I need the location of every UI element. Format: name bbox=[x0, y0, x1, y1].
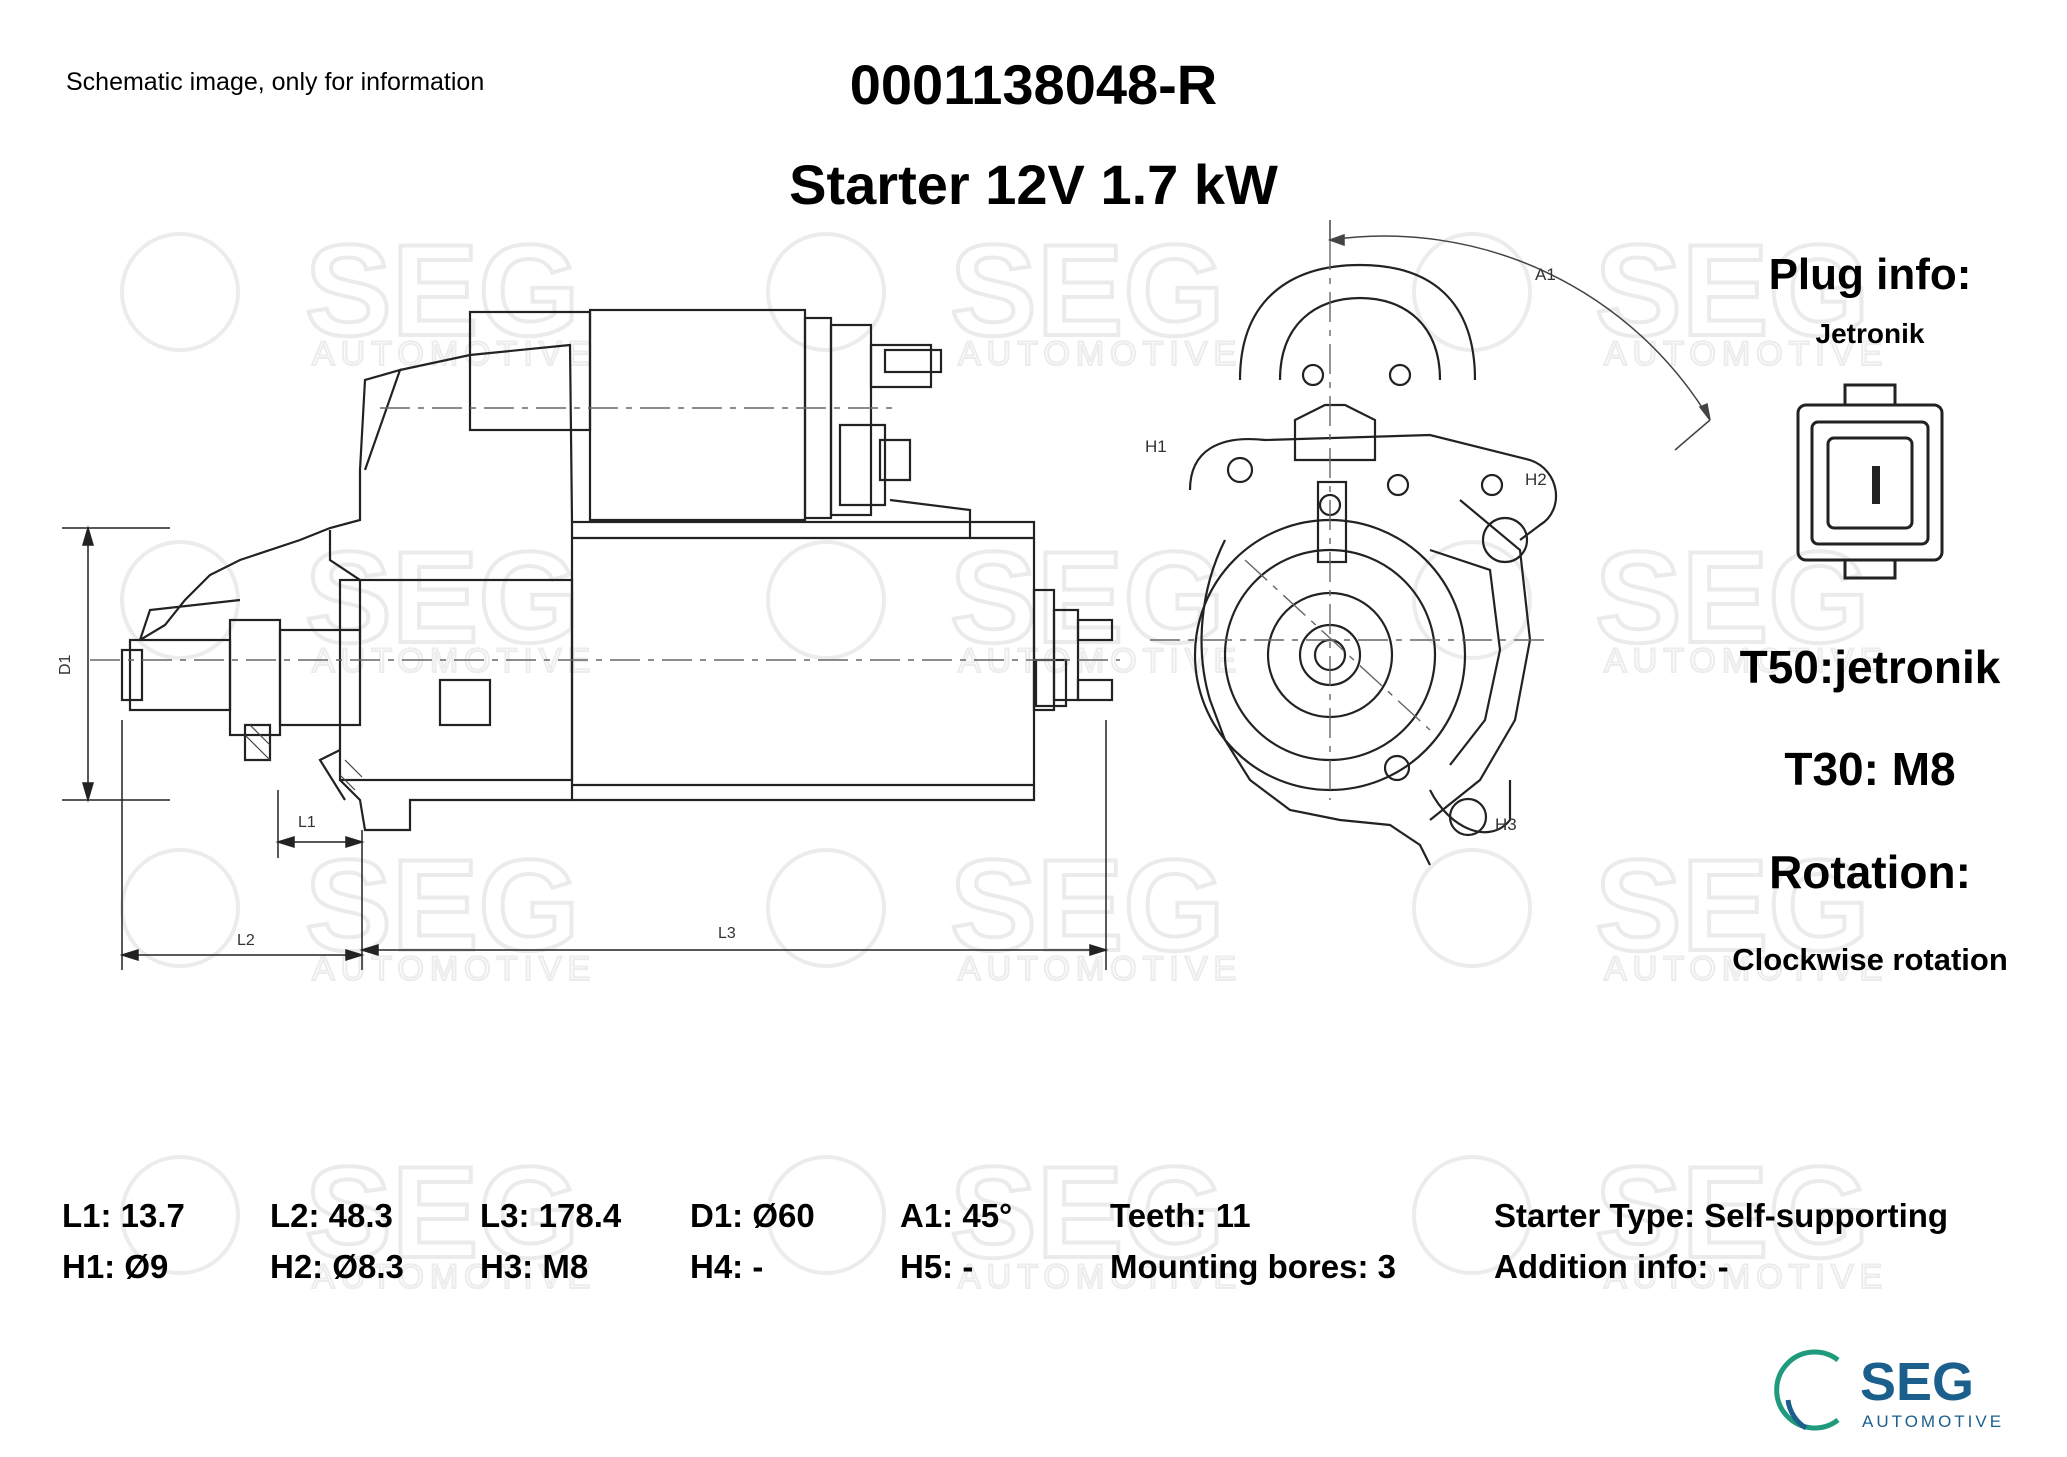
plug-info-title: Plug info: bbox=[1768, 250, 1972, 299]
watermark-sub: AUTOMOTIVE bbox=[958, 1258, 1242, 1296]
watermark-brand: SEG bbox=[950, 524, 1225, 670]
watermark-brand: SEG bbox=[305, 524, 580, 670]
watermark-brand: SEG bbox=[950, 832, 1225, 978]
dim-label-h3: H3 bbox=[1495, 815, 1517, 834]
watermark-brand: SEG bbox=[1595, 1139, 1870, 1285]
spec-addition-info: Addition info: - bbox=[1494, 1248, 1729, 1285]
watermark-sub: AUTOMOTIVE bbox=[958, 335, 1242, 373]
watermark-sub: AUTOMOTIVE bbox=[312, 1258, 596, 1296]
watermark-brand: SEG bbox=[950, 217, 1225, 363]
dim-label-h1: H1 bbox=[1145, 437, 1167, 456]
disclaimer-text: Schematic image, only for information bbox=[66, 68, 485, 96]
starter-front-view-drawing: A1 H1 H2 H3 bbox=[1145, 220, 1711, 866]
spec-l1: L1: 13.7 bbox=[62, 1197, 185, 1234]
watermark-sub: AUTOMOTIVE bbox=[1604, 642, 1888, 680]
starter-side-view-drawing: D1 L1 L2 L3 bbox=[57, 308, 1120, 970]
rotation-value: Clockwise rotation bbox=[1732, 942, 2008, 977]
spec-h3: H3: M8 bbox=[480, 1248, 589, 1285]
plug-connector-icon bbox=[1796, 383, 1944, 580]
watermark-sub: AUTOMOTIVE bbox=[1604, 950, 1888, 988]
watermark-brand: SEG bbox=[305, 217, 580, 363]
watermark-sub: AUTOMOTIVE bbox=[958, 642, 1242, 680]
spec-mounting-bores: Mounting bores: 3 bbox=[1110, 1248, 1396, 1285]
t50-terminal-info: T50:jetronik bbox=[1739, 641, 2001, 693]
t30-terminal-info: T30: M8 bbox=[1784, 743, 1956, 795]
product-title: Starter 12V 1.7 kW bbox=[789, 153, 1278, 216]
watermark-brand: SEG bbox=[1595, 832, 1870, 978]
spec-teeth: Teeth: 11 bbox=[1110, 1197, 1251, 1234]
spec-l3: L3: 178.4 bbox=[480, 1197, 622, 1234]
spec-h1: H1: Ø9 bbox=[62, 1248, 169, 1285]
spec-starter-type: Starter Type: Self-supporting bbox=[1494, 1197, 1949, 1234]
seg-automotive-logo: SEG AUTOMOTIVE bbox=[1774, 1349, 2004, 1431]
watermark-brand: SEG bbox=[950, 1139, 1225, 1285]
spec-l2: L2: 48.3 bbox=[270, 1197, 393, 1234]
logo-brand: SEG bbox=[1860, 1352, 1974, 1412]
logo-ring-icon bbox=[1774, 1349, 1840, 1431]
watermark-sub: AUTOMOTIVE bbox=[1604, 335, 1888, 373]
watermark-brand: SEG bbox=[1595, 217, 1870, 363]
logo-sub: AUTOMOTIVE bbox=[1862, 1412, 2004, 1431]
dim-label-h2: H2 bbox=[1525, 470, 1547, 489]
spec-d1: D1: Ø60 bbox=[690, 1197, 815, 1234]
dim-label-l2: L2 bbox=[237, 932, 255, 949]
spec-h5: H5: - bbox=[900, 1248, 974, 1285]
part-number: 0001138048-R bbox=[849, 53, 1218, 116]
watermark-sub: AUTOMOTIVE bbox=[958, 950, 1242, 988]
watermark-brand: SEG bbox=[305, 1139, 580, 1285]
watermark-sub: AUTOMOTIVE bbox=[1604, 1258, 1888, 1296]
dim-label-l3: L3 bbox=[718, 925, 736, 942]
watermark-sub: AUTOMOTIVE bbox=[312, 335, 596, 373]
spec-h2: H2: Ø8.3 bbox=[270, 1248, 404, 1285]
rotation-title: Rotation: bbox=[1769, 846, 1971, 898]
watermark-sub: AUTOMOTIVE bbox=[312, 642, 596, 680]
plug-type: Jetronik bbox=[1815, 318, 1925, 349]
watermark-brand: SEG bbox=[1595, 524, 1870, 670]
dim-label-l1: L1 bbox=[298, 814, 316, 831]
dim-label-a1: A1 bbox=[1535, 265, 1556, 284]
dim-label-d1: D1 bbox=[57, 654, 74, 675]
spec-h4: H4: - bbox=[690, 1248, 764, 1285]
spec-a1: A1: 45° bbox=[900, 1197, 1013, 1234]
